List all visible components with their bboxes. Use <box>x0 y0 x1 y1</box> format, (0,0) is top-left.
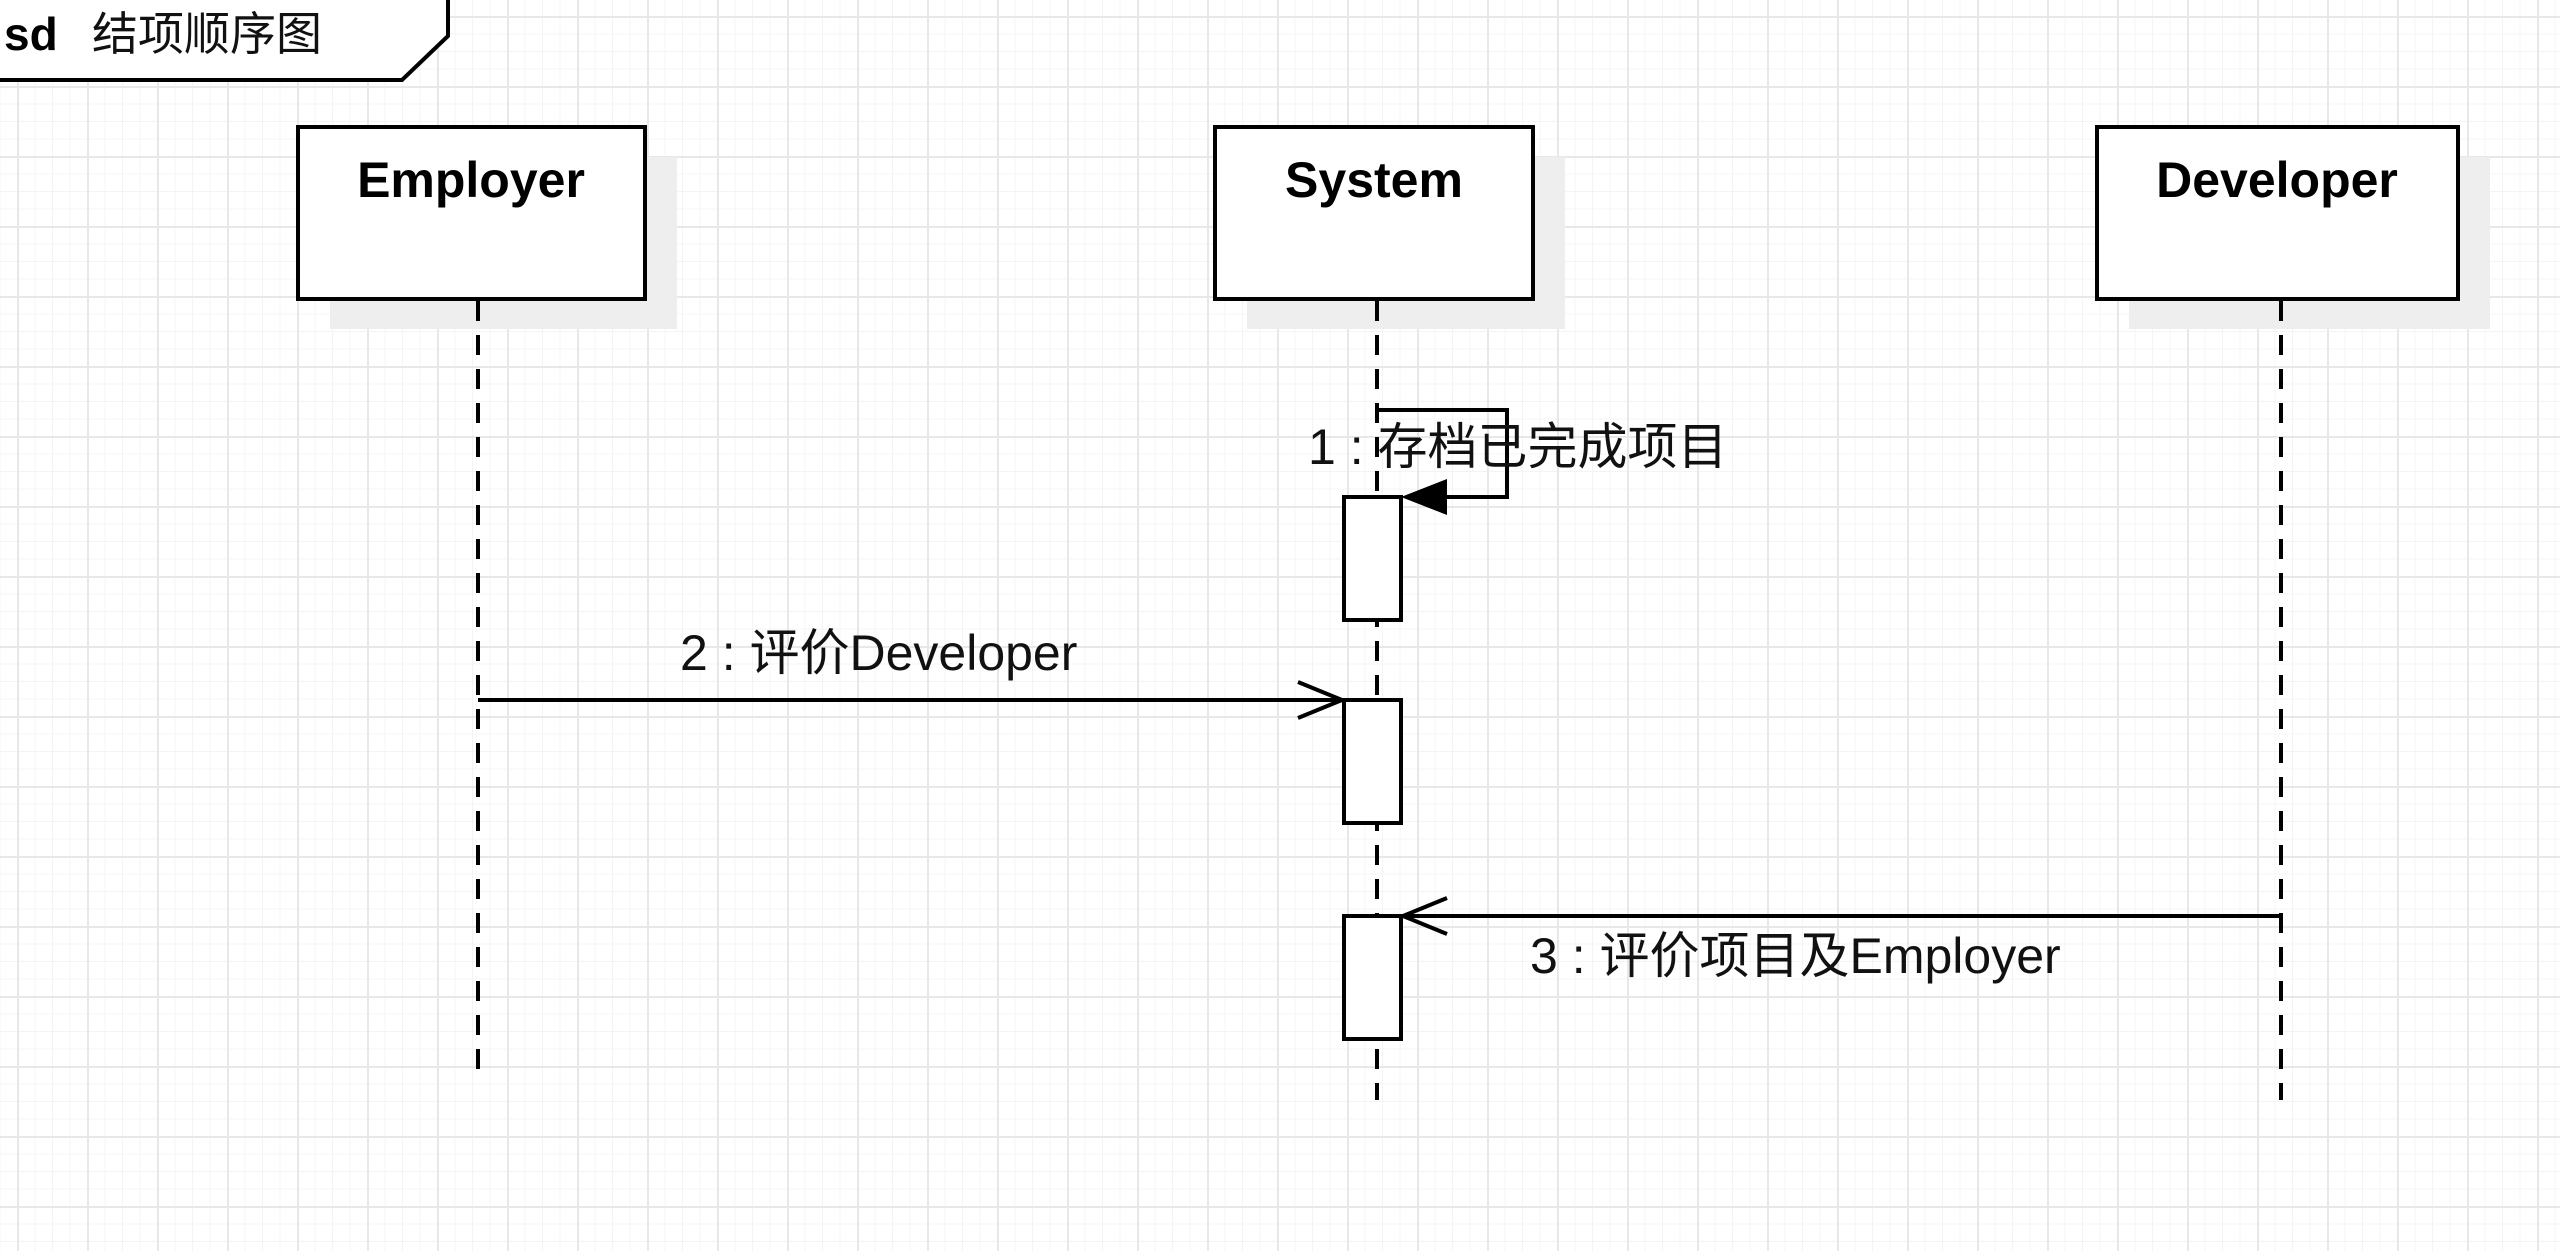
message-label: 1 : 存档已完成项目 <box>1308 419 1727 475</box>
lifeline-head-box[interactable] <box>2095 125 2460 301</box>
lifeline-system[interactable]: System <box>1213 125 1565 1100</box>
message-1[interactable]: 1 : 存档已完成项目 <box>1308 408 1727 515</box>
open-arrowhead-icon <box>1397 896 1448 936</box>
lifeline-head-box[interactable] <box>296 125 647 301</box>
lifeline-developer[interactable]: Developer <box>2095 125 2490 1100</box>
lifeline-name: System <box>1285 152 1463 208</box>
message-label: 3 : 评价项目及Employer <box>1530 928 2061 984</box>
frame-title: 结项顺序图 <box>92 7 322 61</box>
activation-bar-2[interactable] <box>1342 698 1403 825</box>
lifeline-name: Employer <box>357 152 585 208</box>
activation-bar-3[interactable] <box>1342 914 1403 1041</box>
activation-bar-1[interactable] <box>1342 495 1403 622</box>
message-2[interactable]: 2 : 评价Developer <box>478 625 1348 720</box>
lifeline-employer[interactable]: Employer <box>296 125 677 1080</box>
open-arrowhead-icon <box>1297 680 1348 720</box>
message-line <box>1378 408 1509 499</box>
frame-label-shape <box>0 0 450 82</box>
message-3[interactable]: 3 : 评价项目及Employer <box>1397 896 2281 984</box>
lifeline-name: Developer <box>2156 152 2398 208</box>
frame-header[interactable]: sd 结项顺序图 <box>0 0 450 82</box>
lifeline-head-box[interactable] <box>1213 125 1535 301</box>
filled-arrowhead-icon <box>1401 479 1447 515</box>
frame-keyword: sd <box>4 8 58 60</box>
message-label: 2 : 评价Developer <box>680 625 1077 681</box>
